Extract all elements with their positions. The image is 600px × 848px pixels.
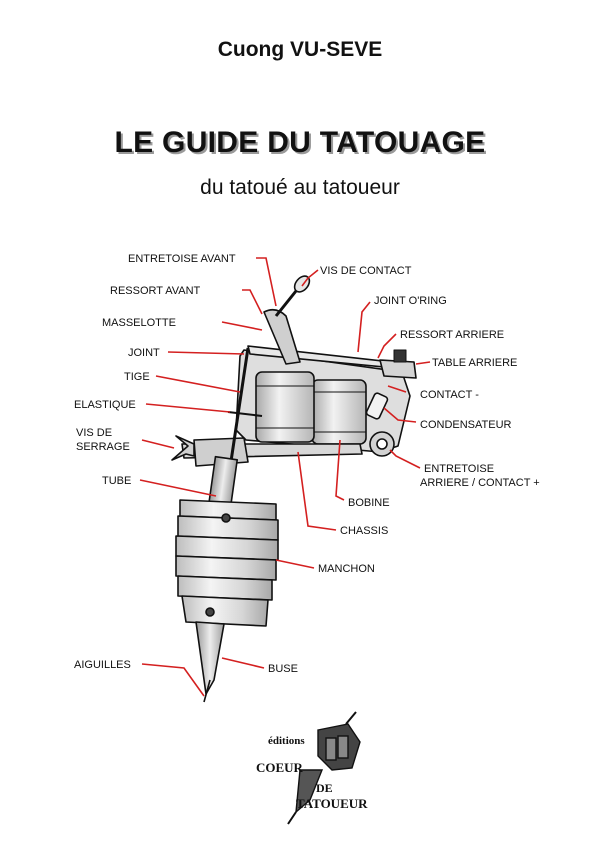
tip-shape [195,621,225,695]
front-coil-shape [255,371,315,443]
label-tige: TIGE [124,371,150,383]
label-vis-de-serrage-line2: SERRAGE [76,441,130,453]
label-chassis: CHASSIS [340,525,388,537]
author-name: Cuong VU-SEVE [217,38,383,61]
wing-screw-shape [171,435,195,461]
label-contact-minus: CONTACT - [420,389,479,401]
capacitor-shape [365,392,389,420]
label-entretoise-arriere-line2: ARRIERE / CONTACT + [420,477,540,489]
label-masselotte: MASSELOTTE [102,317,176,329]
diagram-labels: ENTRETOISE AVANT VIS DE CONTACT RESSORT … [74,253,540,675]
label-entretoise-arriere-line1: ENTRETOISE [424,463,494,475]
book-title: LE GUIDE DU TATOUAGE [114,126,486,159]
publisher-line1: éditions [268,735,305,747]
label-tube: TUBE [102,475,131,487]
publisher-machine-icon [287,711,361,825]
publisher-logo: éditions COEUR DE TATOUEUR [256,711,368,825]
label-buse: BUSE [268,663,298,675]
label-elastique: ELASTIQUE [74,399,136,411]
machine-illustration [171,275,417,703]
label-manchon: MANCHON [318,563,375,575]
book-subtitle: du tatoué au tatoueur [200,176,400,199]
label-ressort-avant: RESSORT AVANT [110,285,201,297]
label-vis-de-serrage-line1: VIS DE [76,427,112,439]
rear-table-shape [379,359,417,379]
label-entretoise-avant: ENTRETOISE AVANT [128,253,236,265]
label-ressort-arriere: RESSORT ARRIERE [400,329,504,341]
label-table-arriere: TABLE ARRIERE [432,357,517,369]
publisher-line4: TATOUEUR [296,796,368,811]
publisher-line3: DE [316,781,333,795]
leader-lines [139,257,431,697]
label-condensateur: CONDENSATEUR [420,419,512,431]
grip-shape [175,499,279,627]
publisher-line2: COEUR [256,760,304,775]
label-aiguilles: AIGUILLES [74,659,131,671]
needle-shape [203,679,211,703]
label-bobine: BOBINE [348,497,390,509]
label-vis-de-contact: VIS DE CONTACT [320,265,412,277]
label-joint-oring: JOINT O'RING [374,295,447,307]
label-joint: JOINT [128,347,160,359]
rear-coil-shape [311,379,367,445]
